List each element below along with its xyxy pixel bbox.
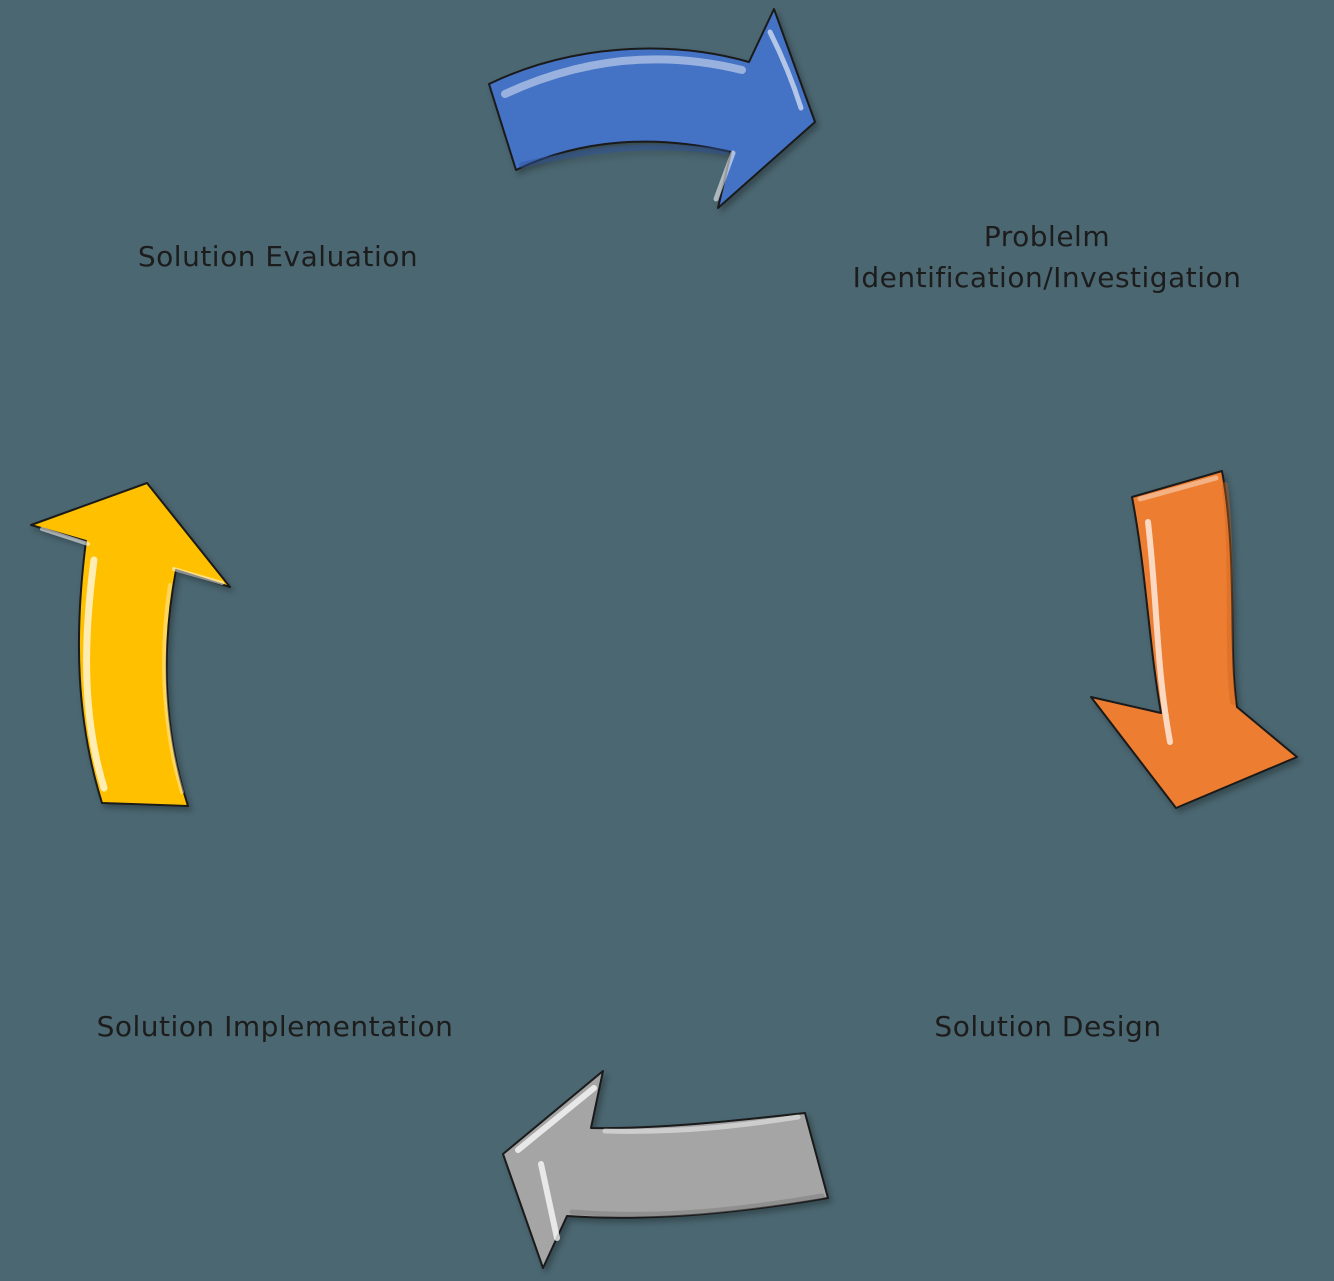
blue-arrow-top-shine	[501, 55, 746, 98]
label-problem-identification: Problelm Identification/Investigation	[787, 216, 1307, 298]
blue-arrow-notch-shine	[713, 150, 736, 202]
yellow-arrow-left-shine	[83, 556, 108, 792]
label-solution-implementation: Solution Implementation	[96, 1010, 454, 1043]
orange-arrow-left-shine	[1145, 519, 1173, 745]
label-problem-identification-line2: Identification/Investigation	[852, 261, 1242, 294]
curved-arrow-up-icon	[30, 482, 231, 807]
gray-arrow-head-upper-shine	[515, 1085, 597, 1153]
yellow-arrow-right-shine	[162, 583, 184, 794]
curved-arrow-right-shape	[488, 8, 816, 209]
label-solution-design: Solution Design	[934, 1010, 1162, 1043]
blue-arrow-bottom-shade	[519, 144, 729, 168]
orange-arrow-right-shade	[1222, 482, 1236, 705]
curved-arrow-up-shape	[30, 482, 231, 807]
gray-arrow-bottom-shade	[569, 1193, 825, 1217]
blue-arrow-head-shine	[767, 29, 804, 111]
orange-arrow-top-shine	[1137, 475, 1219, 502]
yellow-arrow-head-right-shine	[172, 567, 224, 585]
curved-arrow-down-shape	[1090, 470, 1298, 809]
gray-arrow-top-shine	[602, 1114, 801, 1134]
label-problem-identification-line1: Problelm	[983, 220, 1111, 253]
curved-arrow-right-icon	[488, 8, 816, 209]
label-solution-evaluation: Solution Evaluation	[137, 240, 419, 273]
gray-arrow-head-lower-shine	[538, 1161, 560, 1241]
curved-arrow-left-shape	[502, 1070, 829, 1269]
curved-arrow-down-icon	[1090, 470, 1298, 809]
yellow-arrow-head-left-shine	[40, 527, 90, 546]
curved-arrow-left-icon	[502, 1070, 829, 1269]
